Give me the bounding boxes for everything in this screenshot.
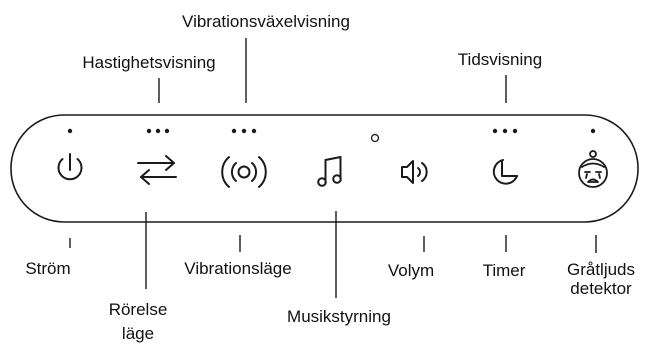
vibration-mode-button[interactable] [221,156,267,188]
label-music-control: Musikstyrning [287,307,391,326]
indicator-power [67,128,73,134]
indicator-time-2 [502,128,508,134]
volume-button[interactable] [401,160,428,184]
label-vibration-mode: Vibrationsläge [184,259,291,278]
speaker-icon [401,160,428,184]
timer-icon [492,159,518,185]
indicator-vibration-2 [241,128,247,134]
label-time-display: Tidsvisning [458,50,542,69]
control-panel-outline [10,114,639,223]
microphone-hole [370,133,380,143]
vibration-icon [221,156,267,188]
power-button[interactable] [57,153,83,181]
indicator-time-1 [492,128,498,134]
label-volume: Volym [388,261,434,280]
label-vibration-switch-display: Vibrationsväxelvisning [182,12,350,31]
top-leader-lines [158,38,507,103]
indicator-dots [67,128,596,134]
indicator-time-3 [512,128,518,134]
label-speed-display: Hastighetsvisning [82,53,215,72]
indicator-speed-3 [164,128,170,134]
label-cry-detector-line2: detektor [570,279,632,298]
bottom-leader-lines [69,211,597,298]
label-power: Ström [25,259,70,278]
label-motion-mode-line2: läge [122,324,154,343]
swap-arrows-icon [137,155,177,185]
cry-detector-button[interactable] [578,150,608,188]
indicator-cry-detector [590,128,596,134]
indicator-vibration-1 [231,128,237,134]
music-control-button[interactable] [317,156,342,187]
label-motion-mode-line1: Rörelse [109,300,168,319]
timer-button[interactable] [492,159,518,185]
indicator-speed-1 [146,128,152,134]
label-timer: Timer [483,261,526,280]
power-icon [57,153,83,181]
label-cry-detector-line1: Gråtljuds [567,260,635,279]
motion-mode-button[interactable] [137,155,177,185]
indicator-speed-2 [155,128,161,134]
music-note-icon [317,156,342,187]
indicator-vibration-3 [251,128,257,134]
crying-baby-icon [578,150,608,188]
